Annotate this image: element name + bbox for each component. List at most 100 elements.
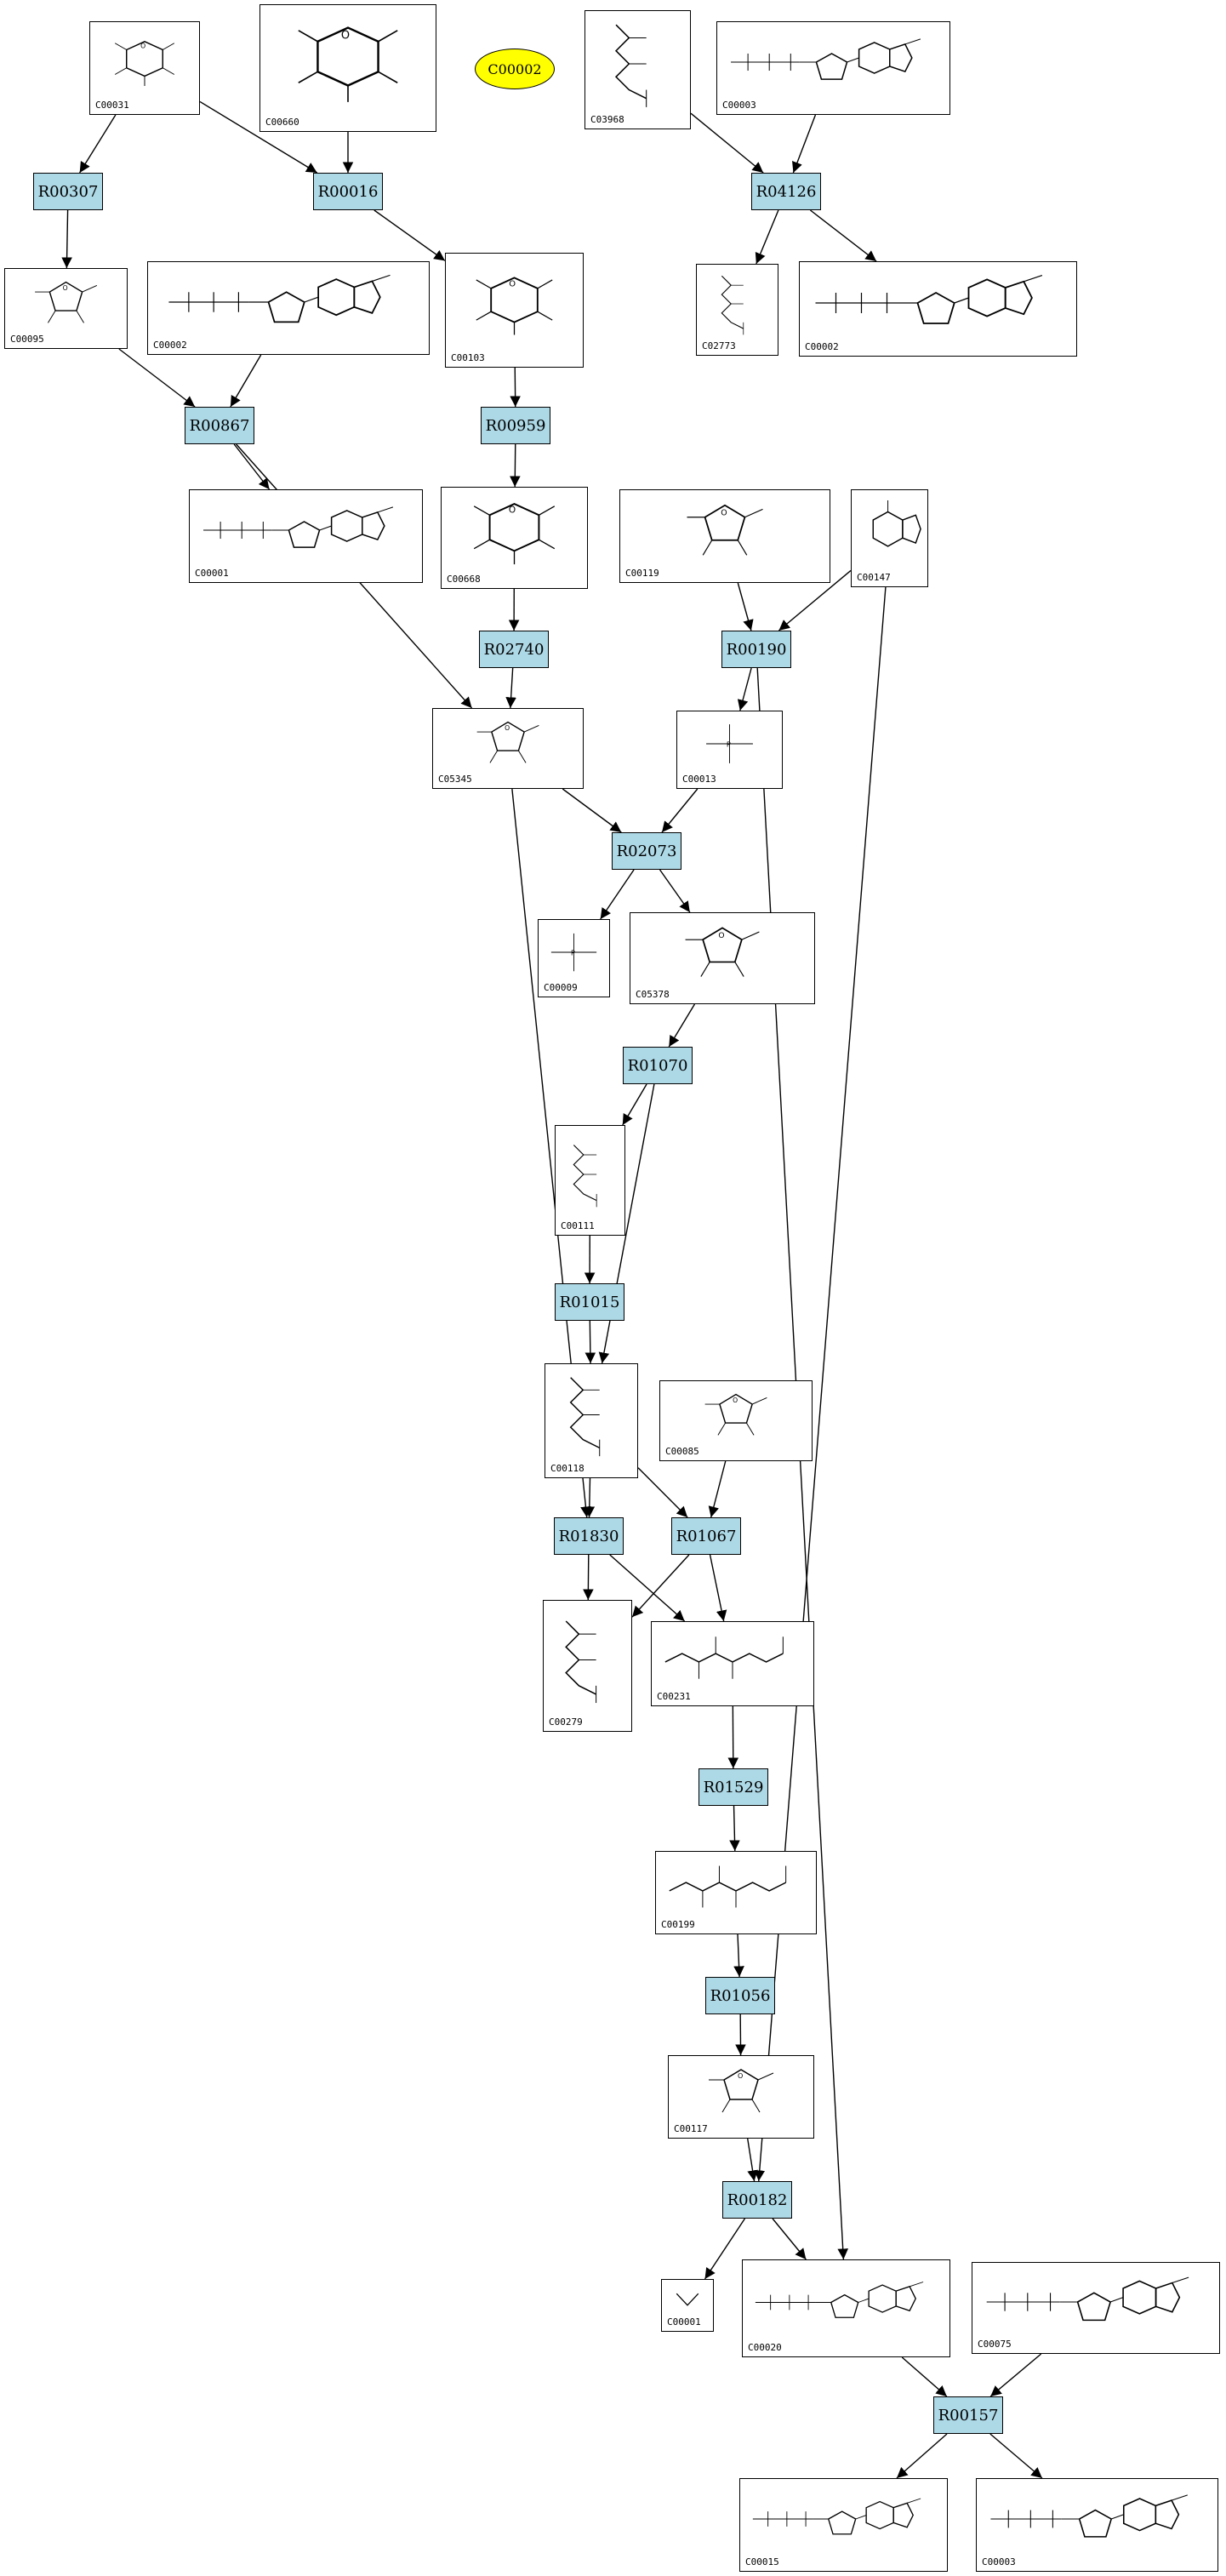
edge-arrow — [896, 2433, 948, 2479]
compound-id-label: C00003 — [722, 100, 756, 111]
compound-node[interactable]: C00001 — [189, 489, 423, 583]
compound-node[interactable]: C00231 — [651, 1621, 814, 1706]
structure-image: O — [665, 1386, 807, 1443]
compound-id-label: C00095 — [10, 334, 44, 345]
structure-image — [657, 1627, 808, 1688]
compound-node[interactable]: O C00103 — [445, 253, 584, 368]
compound-id-label: C00111 — [561, 1220, 595, 1231]
svg-text:O: O — [63, 284, 68, 292]
edge-arrow — [631, 1554, 690, 1618]
structure-image: P — [682, 717, 777, 771]
reaction-node[interactable]: R00190 — [721, 631, 791, 668]
reaction-node[interactable]: R00307 — [33, 173, 103, 210]
edge-arrow — [510, 443, 521, 488]
edge-arrow — [637, 1467, 688, 1518]
highlight-compound-node[interactable]: C00002 — [475, 49, 555, 89]
reaction-node[interactable]: R00867 — [185, 407, 254, 444]
svg-text:P: P — [571, 950, 575, 957]
compound-id-label: C00002 — [153, 340, 187, 351]
edge-arrow — [609, 1554, 686, 1622]
compound-node[interactable]: C00003 — [716, 21, 950, 115]
reaction-node[interactable]: R04126 — [751, 173, 821, 210]
reaction-node[interactable]: R00016 — [313, 173, 383, 210]
edge-arrow — [659, 869, 691, 913]
reaction-node[interactable]: R00182 — [722, 2181, 792, 2219]
compound-node[interactable]: O C05378 — [630, 912, 815, 1004]
compound-node[interactable]: O C00031 — [89, 21, 200, 115]
reaction-node[interactable]: R02740 — [479, 631, 549, 668]
structure-image — [805, 267, 1071, 339]
reaction-node[interactable]: R00959 — [481, 407, 550, 444]
edge-arrow — [510, 367, 521, 408]
edge-arrow — [709, 1554, 727, 1622]
compound-node[interactable]: C00002 — [147, 261, 430, 355]
compound-node[interactable]: C00001 — [661, 2279, 714, 2332]
svg-text:P: P — [727, 740, 731, 749]
compound-id-label: C00003 — [982, 2556, 1016, 2567]
edge-arrow — [733, 1933, 744, 1978]
compound-node[interactable]: C00118 — [545, 1363, 638, 1478]
structure-image: O — [636, 918, 809, 986]
compound-id-label: C00031 — [95, 100, 129, 111]
reaction-node[interactable]: R01067 — [671, 1517, 741, 1555]
reaction-node[interactable]: R01015 — [555, 1283, 624, 1321]
structure-image — [549, 1606, 626, 1714]
reaction-node[interactable]: R01830 — [554, 1517, 624, 1555]
svg-text:O: O — [140, 43, 145, 50]
edge-arrow — [230, 354, 262, 408]
svg-text:O: O — [721, 508, 727, 517]
structure-image — [745, 2484, 942, 2554]
structure-image — [667, 2285, 708, 2314]
structure-image: O — [674, 2061, 808, 2121]
structure-image — [857, 495, 922, 569]
edge-arrow — [61, 209, 72, 269]
edge-arrow — [778, 569, 852, 631]
structure-image — [702, 270, 773, 338]
compound-id-label: C03968 — [590, 114, 624, 125]
structure-image: O — [625, 495, 824, 565]
compound-node[interactable]: C00111 — [555, 1125, 625, 1236]
edge-arrow — [118, 348, 196, 408]
compound-id-label: C00103 — [451, 352, 485, 363]
svg-text:O: O — [505, 724, 510, 732]
reaction-node[interactable]: R01529 — [699, 1768, 768, 1806]
compound-node[interactable]: C03968 — [584, 10, 691, 129]
compound-node[interactable]: C00147 — [851, 489, 928, 587]
edge-arrow — [233, 443, 271, 490]
compound-id-label: C00015 — [745, 2556, 779, 2567]
compound-node[interactable]: C00003 — [976, 2478, 1218, 2572]
compound-node[interactable]: O C00095 — [4, 268, 128, 349]
compound-id-label: C00119 — [625, 568, 659, 579]
svg-text:O: O — [509, 279, 516, 288]
compound-node[interactable]: C00020 — [742, 2259, 950, 2357]
compound-id-label: C00075 — [978, 2339, 1012, 2350]
compound-node[interactable]: C00199 — [655, 1851, 817, 1934]
reaction-node[interactable]: R01070 — [623, 1047, 693, 1084]
compound-node[interactable]: C02773 — [696, 264, 778, 356]
edge-arrow — [661, 788, 699, 833]
compound-node[interactable]: C00015 — [739, 2478, 948, 2572]
reaction-node[interactable]: R00157 — [933, 2396, 1003, 2434]
compound-id-label: C00147 — [857, 572, 891, 583]
structure-image — [550, 1369, 632, 1460]
edge-arrow — [199, 100, 318, 174]
compound-node[interactable]: O C00119 — [619, 489, 830, 583]
compound-id-label: C05378 — [636, 989, 670, 1000]
compound-node[interactable]: C00002 — [799, 261, 1077, 357]
edge-arrow — [755, 209, 779, 265]
compound-node[interactable]: C00279 — [543, 1600, 632, 1732]
structure-image — [195, 495, 417, 565]
reaction-node[interactable]: R01056 — [705, 1977, 775, 2014]
edge-arrow — [792, 114, 817, 174]
compound-id-label: C00020 — [748, 2342, 782, 2353]
compound-node[interactable]: C00075 — [972, 2262, 1220, 2354]
reaction-node[interactable]: R02073 — [612, 832, 681, 870]
